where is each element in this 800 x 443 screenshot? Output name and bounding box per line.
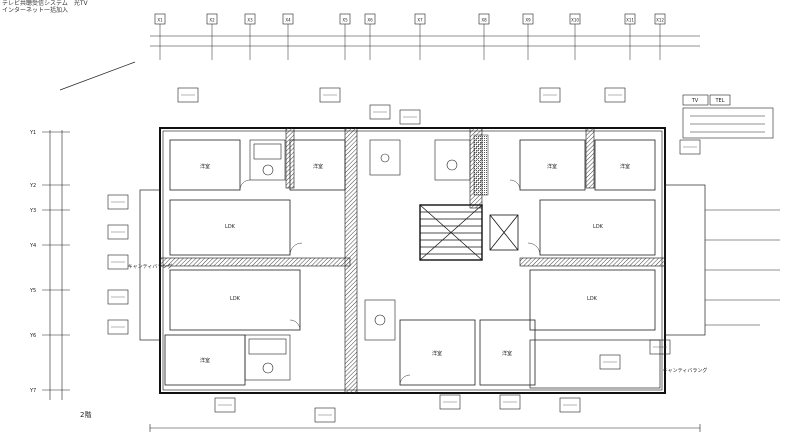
grid-marker-top-label: X12 bbox=[656, 18, 664, 23]
equipment-tag bbox=[499, 394, 521, 410]
grid-marker-top-label: X11 bbox=[626, 18, 634, 23]
equipment-tag bbox=[314, 407, 336, 423]
equipment-tag bbox=[604, 87, 626, 103]
grid-marker-top-label: X3 bbox=[247, 18, 253, 23]
room-label-ldk-3: LDK bbox=[230, 296, 241, 302]
right-leader-lines bbox=[705, 209, 780, 326]
room-label-bedroom-4: 洋室 bbox=[620, 163, 630, 170]
grid-marker-top-label: X7 bbox=[417, 18, 423, 23]
bottom-dimension-line bbox=[149, 424, 701, 432]
equipment-tag bbox=[559, 397, 581, 413]
grid-marker-top-label: X1 bbox=[157, 18, 163, 23]
balcony-label-left: キャンティバラング bbox=[128, 263, 173, 270]
grid-marker-left-label: Y4 bbox=[29, 243, 36, 249]
legend-item-tel: TEL bbox=[715, 98, 725, 104]
room-label-bedroom-1: 洋室 bbox=[200, 163, 210, 170]
equipment-tag bbox=[107, 319, 129, 335]
legend-box bbox=[682, 94, 774, 139]
drawing-header: テレビ共聴受信システム 光TV インターネット一括加入 bbox=[2, 0, 88, 14]
elevator-shaft bbox=[489, 214, 519, 251]
floor-label: 2階 bbox=[80, 411, 92, 419]
grid-marker-top-label: X9 bbox=[525, 18, 531, 23]
equipment-callouts bbox=[107, 87, 701, 423]
equipment-tag bbox=[107, 289, 129, 305]
equipment-tag bbox=[539, 87, 561, 103]
equipment-tag bbox=[599, 354, 621, 370]
grid-marker-left-label: Y3 bbox=[29, 208, 36, 214]
grid-marker-top-label: X2 bbox=[209, 18, 215, 23]
equipment-tag bbox=[319, 87, 341, 103]
structural-walls bbox=[159, 127, 666, 394]
grid-marker-top-label: X6 bbox=[367, 18, 373, 23]
room-label-ldk-4: LDK bbox=[587, 296, 598, 302]
room-label-bedroom-6: 洋室 bbox=[432, 350, 442, 357]
corridor-hatch bbox=[473, 134, 489, 196]
grid-marker-top-label: X4 bbox=[285, 18, 291, 23]
room-label-ldk-2: LDK bbox=[593, 224, 604, 230]
header-line-1: テレビ共聴受信システム 光TV bbox=[2, 0, 88, 7]
equipment-tag bbox=[107, 224, 129, 240]
equipment-tag bbox=[107, 254, 129, 270]
top-dimension-line bbox=[150, 35, 700, 47]
equipment-tag bbox=[399, 109, 421, 125]
equipment-tag bbox=[679, 139, 701, 155]
top-grid-markers: X1 X2 X3 X4 X5 X6 X7 X8 X9 X10 X11 X12 bbox=[154, 13, 666, 60]
balconies bbox=[139, 184, 706, 389]
reference-line bbox=[59, 61, 136, 91]
grid-marker-left-label: Y2 bbox=[29, 183, 36, 189]
grid-marker-left-label: Y5 bbox=[29, 288, 36, 294]
grid-marker-top-label: X10 bbox=[571, 18, 579, 23]
equipment-tag bbox=[177, 87, 199, 103]
legend-item-tv: TV bbox=[691, 98, 699, 104]
balcony-label-right: キャンティバラング bbox=[663, 367, 708, 374]
grid-marker-top-label: X5 bbox=[342, 18, 348, 23]
grid-marker-left-label: Y7 bbox=[29, 388, 36, 394]
equipment-tag bbox=[214, 397, 236, 413]
grid-marker-top-label: X8 bbox=[481, 18, 487, 23]
equipment-tag bbox=[649, 339, 671, 355]
grid-marker-left-label: Y1 bbox=[29, 130, 36, 136]
room-label-bedroom-3: 洋室 bbox=[547, 163, 557, 170]
room-label-bedroom-7: 洋室 bbox=[502, 350, 512, 357]
equipment-tag bbox=[439, 394, 461, 410]
left-dimension-line bbox=[49, 130, 63, 400]
doors bbox=[239, 179, 541, 386]
equipment-tag bbox=[107, 194, 129, 210]
equipment-tag bbox=[369, 104, 391, 120]
grid-marker-left-label: Y6 bbox=[29, 333, 36, 339]
stair-core bbox=[419, 204, 483, 261]
room-label-bedroom-2: 洋室 bbox=[313, 163, 323, 170]
room-label-bedroom-5: 洋室 bbox=[200, 357, 210, 364]
bathroom-fixtures bbox=[244, 139, 471, 381]
header-line-2: インターネット一括加入 bbox=[2, 7, 69, 14]
room-labels: LDK LDK LDK LDK 洋室 洋室 洋室 洋室 洋室 洋室 洋室 キャン… bbox=[128, 163, 708, 374]
room-label-ldk-1: LDK bbox=[225, 224, 236, 230]
